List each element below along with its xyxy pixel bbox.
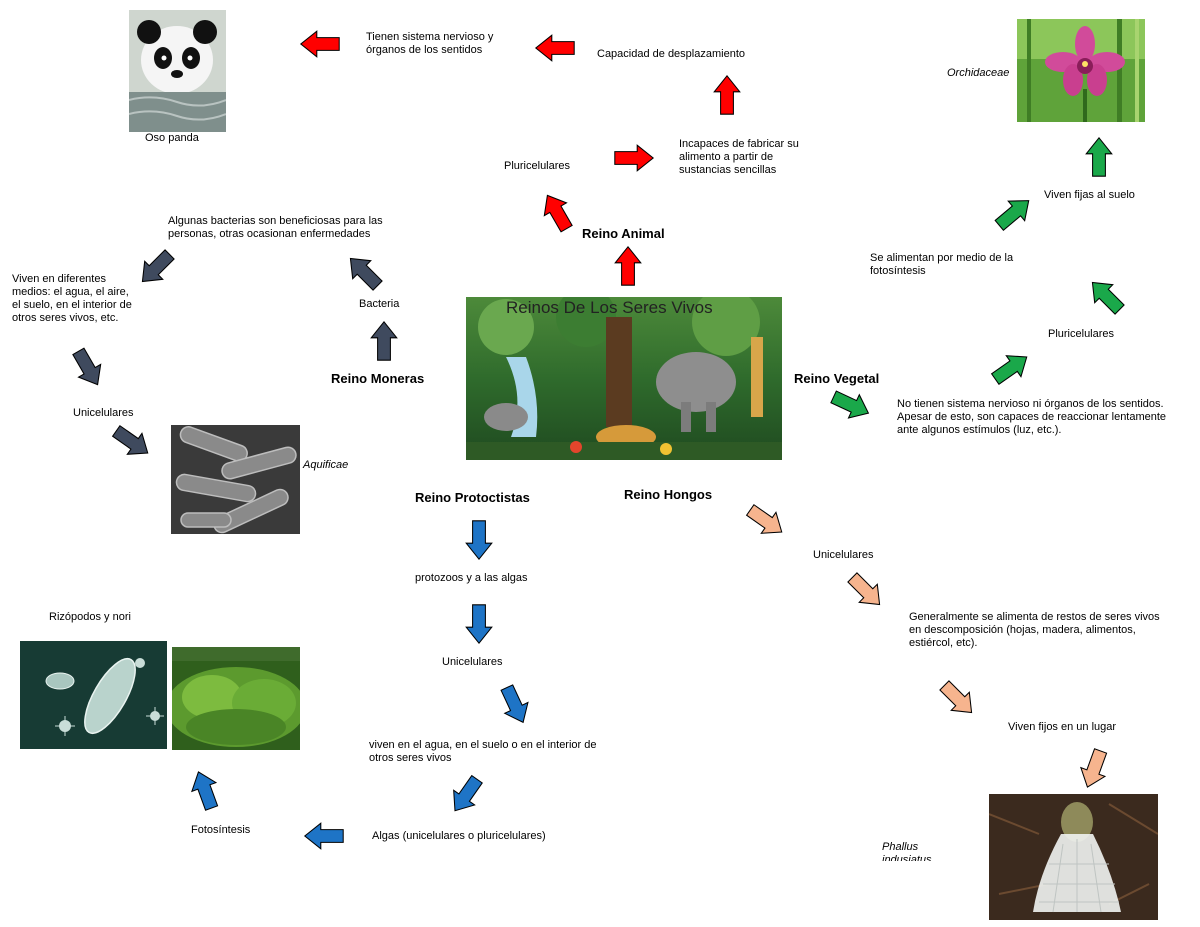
- arrow-hongos-2: [842, 567, 890, 615]
- protoctistas-step-unicelulares: Unicelulares: [442, 656, 503, 668]
- arrow-moneras-5: [108, 419, 156, 465]
- bacteria-photo: [171, 425, 300, 534]
- arrow-hongos-3: [934, 675, 982, 723]
- page-title: Reinos De Los Seres Vivos: [506, 298, 713, 317]
- vegetal-step-fijas: Viven fijas al suelo: [1044, 189, 1135, 201]
- arrow-protoctistas-2: [465, 604, 493, 644]
- kingdom-moneras-label: Reino Moneras: [331, 371, 425, 386]
- vegetal-step-pluricelulares: Pluricelulares: [1048, 328, 1115, 340]
- arrow-protoctistas-4: [443, 771, 489, 819]
- protoctistas-step-viven: viven en el agua, en el suelo o en el in…: [369, 739, 597, 764]
- kingdom-hongos-label: Reino Hongos: [624, 487, 713, 502]
- kingdom-animal-label: Reino Animal: [582, 226, 665, 241]
- arrow-moneras-2: [340, 248, 388, 296]
- central-jungle-image: [466, 297, 782, 460]
- arrow-protoctistas-6: [185, 767, 225, 813]
- arrow-animal-1: [614, 246, 642, 286]
- arrow-vegetal-4: [990, 190, 1038, 236]
- arrow-hongos-4: [1074, 746, 1114, 792]
- panda-photo: [129, 10, 226, 132]
- algae-photo: [172, 647, 300, 750]
- protoctistas-step-algas: Algas (unicelulares o pluricelulares): [372, 830, 546, 842]
- arrow-moneras-3: [132, 244, 180, 292]
- arrow-hongos-1: [742, 498, 790, 544]
- fungus-photo: [989, 794, 1158, 920]
- arrow-moneras-1: [370, 321, 398, 361]
- moneras-step-beneficiosas: Algunas bacterias son beneficiosas para …: [168, 215, 383, 240]
- arrow-animal-4: [713, 75, 741, 115]
- protozoa-photo: [20, 641, 167, 749]
- vegetal-step-sistema-nervioso: No tienen sistema nervioso ni órganos de…: [897, 398, 1167, 436]
- arrow-vegetal-1: [827, 384, 875, 426]
- protoctistas-example-label: Rizópodos y nori: [49, 611, 131, 623]
- arrow-animal-6: [300, 30, 340, 58]
- moneras-example-label: Aquificae: [303, 459, 349, 471]
- arrow-moneras-4: [66, 344, 110, 392]
- animal-example-label: Oso panda: [145, 132, 199, 144]
- animal-step-pluricelulares: Pluricelulares: [504, 160, 571, 172]
- arrow-animal-2: [535, 188, 579, 236]
- animal-step-sistema-nervioso: Tienen sistema nervioso y órganos de los…: [366, 31, 494, 56]
- moneras-step-bacteria: Bacteria: [359, 298, 400, 310]
- protoctistas-step-fotosintesis: Fotosíntesis: [191, 824, 251, 836]
- hongos-step-fijos: Viven fijos en un lugar: [1008, 721, 1117, 733]
- arrow-vegetal-2: [987, 345, 1035, 391]
- arrow-vegetal-3: [1082, 272, 1130, 320]
- moneras-step-medios: Viven en diferentes medios: el agua, el …: [12, 273, 132, 324]
- protoctistas-step-protozoos: protozoos y a las algas: [415, 572, 528, 584]
- hongos-example-label: Phallus indusiatus: [882, 841, 932, 861]
- vegetal-example-label: Orchidaceae: [947, 67, 1010, 79]
- arrow-vegetal-5: [1085, 137, 1113, 177]
- arrow-protoctistas-1: [465, 520, 493, 560]
- orchid-photo: [1017, 19, 1145, 122]
- vegetal-step-fotosintesis: Se alimentan por medio de la fotosíntesi…: [870, 252, 1014, 277]
- arrow-protoctistas-3: [494, 681, 536, 729]
- moneras-step-unicelulares: Unicelulares: [73, 407, 134, 419]
- hongos-step-unicelulares: Unicelulares: [813, 549, 874, 561]
- kingdom-protoctistas-label: Reino Protoctistas: [415, 490, 530, 505]
- animal-step-desplazamiento: Capacidad de desplazamiento: [597, 48, 745, 60]
- hongos-step-alimenta: Generalmente se alimenta de restos de se…: [909, 611, 1160, 649]
- kingdom-vegetal-label: Reino Vegetal: [794, 371, 880, 386]
- arrow-protoctistas-5: [304, 822, 344, 850]
- arrow-animal-3: [614, 144, 654, 172]
- arrow-animal-5: [535, 34, 575, 62]
- animal-step-alimento: Incapaces de fabricar su alimento a part…: [679, 138, 799, 176]
